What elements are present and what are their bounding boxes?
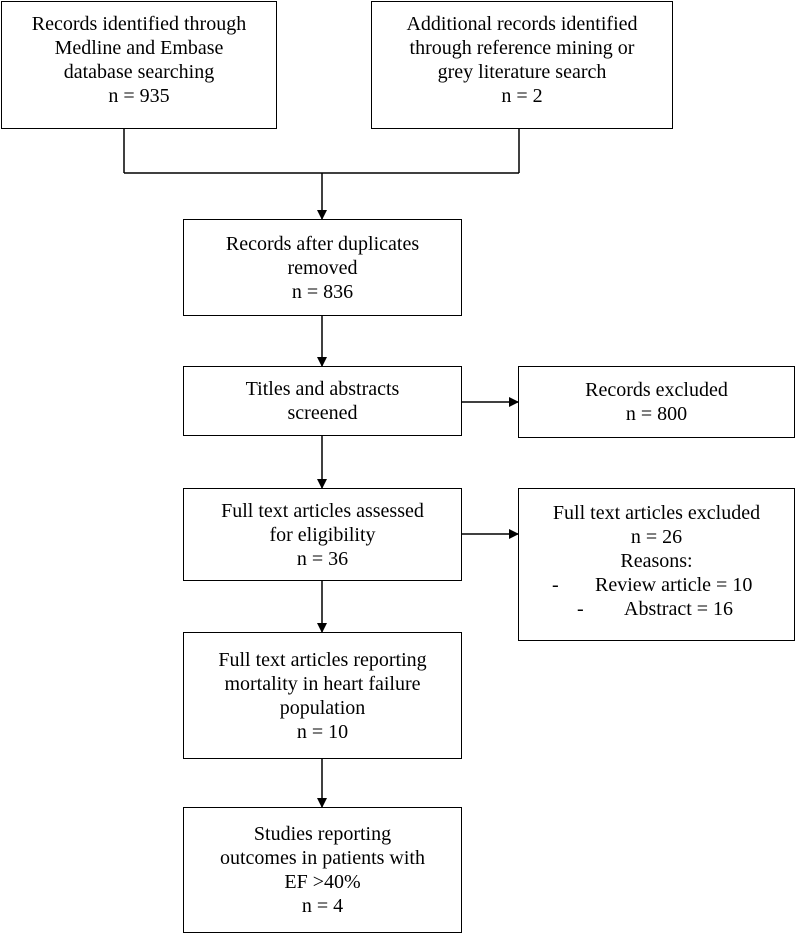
box-text-line: through reference mining or [409, 37, 635, 59]
box-text-line: Full text articles reporting [218, 648, 427, 671]
box-studies-ef-outcomes: Studies reporting outcomes in patients w… [183, 807, 462, 933]
box-text-line: Titles and abstracts [245, 378, 400, 400]
reason-text: Abstract = 16 [624, 598, 734, 620]
box-count: n = 935 [108, 85, 170, 107]
box-text-line: Medline and Embase [54, 37, 224, 59]
exclusion-reason-item: - Review article = 10 [519, 573, 794, 597]
box-count: n = 4 [301, 895, 344, 917]
box-text-line: database searching [63, 61, 215, 83]
box-full-text-assessed: Full text articles assessed for eligibil… [183, 488, 462, 581]
box-text-line: screened [287, 402, 358, 424]
box-count: n = 10 [296, 720, 349, 743]
box-records-excluded: Records excluded n = 800 [518, 366, 795, 438]
box-text-line: Records excluded [585, 379, 728, 401]
reason-text: Review article = 10 [595, 574, 753, 596]
box-count: n = 2 [501, 85, 543, 107]
reason-bullet: - [577, 598, 584, 620]
exclusion-reason-item: - Abstract = 16 [519, 597, 794, 621]
box-text-line: grey literature search [437, 61, 607, 83]
box-text-line: Records after duplicates [225, 232, 420, 255]
reasons-heading: Reasons: [620, 550, 693, 572]
box-text-line: Studies reporting [253, 823, 392, 845]
box-text-line: Full text articles excluded [552, 502, 761, 524]
box-additional-records: Additional records identified through re… [371, 1, 673, 129]
reason-bullet: - [552, 574, 559, 596]
box-text-line: Records identified through [31, 13, 247, 35]
box-text-line: outcomes in patients with [220, 847, 425, 869]
box-records-identified-databases: Records identified through Medline and E… [1, 1, 277, 129]
box-full-text-mortality: Full text articles reporting mortality i… [183, 632, 462, 759]
box-text-line: removed [287, 256, 358, 279]
box-full-text-excluded: Full text articles excluded n = 26 Reaso… [518, 488, 795, 641]
box-text-line: EF >40% [284, 871, 361, 893]
box-count: n = 26 [630, 526, 683, 548]
box-records-after-duplicates: Records after duplicates removed n = 836 [183, 219, 462, 316]
box-titles-abstracts-screened: Titles and abstracts screened [183, 366, 462, 436]
box-text-line: Full text articles assessed [221, 499, 424, 522]
box-count: n = 800 [625, 403, 688, 425]
box-count: n = 36 [296, 547, 349, 570]
box-text-line: population [279, 696, 366, 719]
box-count: n = 836 [291, 280, 354, 303]
box-text-line: for eligibility [269, 523, 376, 546]
box-text-line: Additional records identified [406, 13, 638, 35]
box-text-line: mortality in heart failure [224, 672, 421, 695]
